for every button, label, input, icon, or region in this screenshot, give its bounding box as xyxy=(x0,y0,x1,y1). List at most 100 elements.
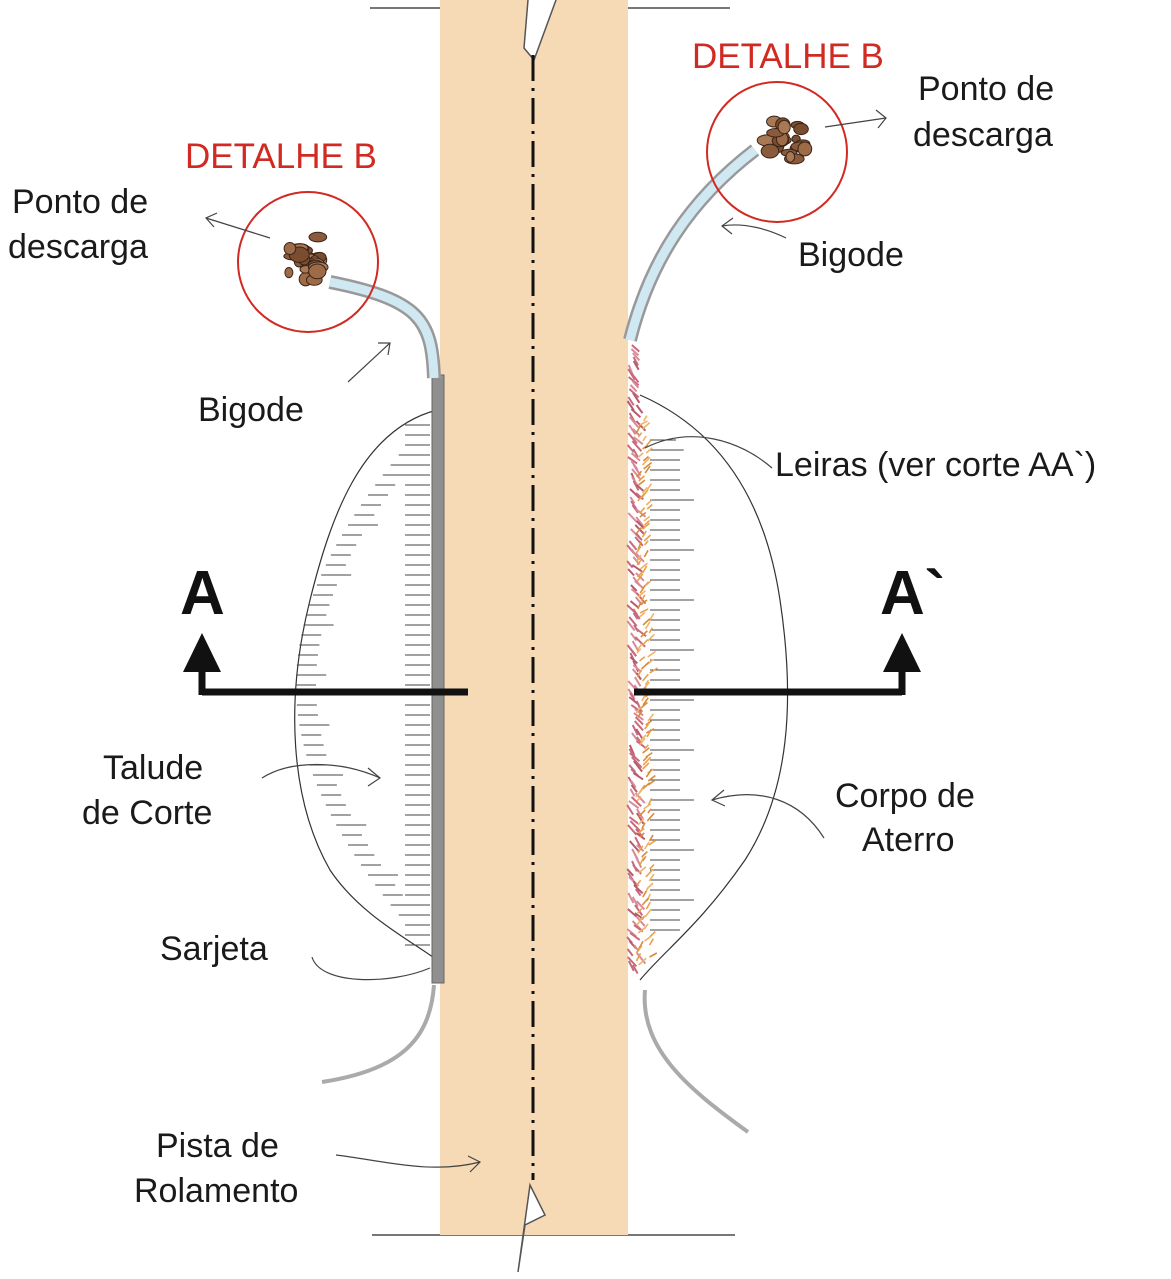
leira-stroke xyxy=(642,756,652,766)
leira-stroke xyxy=(629,752,641,762)
leira-stroke xyxy=(631,640,640,652)
leira-stroke xyxy=(643,515,651,522)
leira-stroke xyxy=(642,855,647,862)
leira-stroke xyxy=(635,900,646,911)
leira-stroke xyxy=(641,822,646,830)
leira-stroke xyxy=(626,620,636,632)
leira-stroke xyxy=(628,540,638,551)
leira-stroke xyxy=(640,630,648,638)
leira-stroke xyxy=(634,716,644,726)
detalhe-b-circle-right xyxy=(706,81,848,223)
leira-stroke xyxy=(644,621,651,630)
leira-stroke xyxy=(636,527,643,534)
corpo-de-aterro-outline xyxy=(639,394,789,981)
leira-stroke xyxy=(637,818,645,826)
leira-stroke xyxy=(632,772,644,781)
leira-stroke xyxy=(636,559,642,566)
leira-stroke xyxy=(647,774,656,782)
leira-stroke xyxy=(644,908,652,918)
leiras-label: Leiras (ver corte AA`) xyxy=(775,446,1096,484)
leira-stroke xyxy=(632,392,641,404)
leira-stroke xyxy=(637,493,646,502)
leira-stroke xyxy=(643,803,652,810)
leira-stroke xyxy=(630,452,641,462)
leira-stroke xyxy=(635,945,643,954)
leira-stroke xyxy=(629,648,637,657)
leira-stroke xyxy=(637,926,646,934)
leira-stroke xyxy=(627,908,638,918)
leira-stroke xyxy=(642,756,649,762)
leiras xyxy=(626,344,659,974)
section-line-a-left xyxy=(183,633,468,696)
leira-stroke xyxy=(635,420,647,432)
rock xyxy=(785,151,796,163)
leira-stroke xyxy=(627,512,638,523)
ponto-de-descarga-right-line1: Ponto de xyxy=(918,70,1054,108)
leira-stroke xyxy=(630,584,638,592)
leira-stroke xyxy=(636,812,645,825)
leira-stroke xyxy=(636,628,647,637)
leira-stroke xyxy=(644,520,650,526)
leira-stroke xyxy=(629,496,636,504)
leira-stroke xyxy=(636,554,642,562)
leira-stroke xyxy=(632,612,639,620)
leira-stroke xyxy=(645,868,654,878)
leira-stroke xyxy=(631,724,639,736)
leira-stroke xyxy=(640,594,646,602)
pista-de-rolamento-label-line1: Pista de xyxy=(156,1127,279,1165)
leira-stroke xyxy=(647,650,657,658)
leira-stroke xyxy=(644,744,649,750)
leira-stroke xyxy=(646,730,651,738)
leira-stroke xyxy=(634,536,644,547)
leira-stroke xyxy=(629,488,641,499)
rock xyxy=(793,122,809,136)
leira-stroke xyxy=(639,507,646,514)
leira-stroke xyxy=(635,728,644,740)
leira-stroke xyxy=(641,661,650,670)
leira-stroke xyxy=(630,704,642,713)
rock xyxy=(777,119,791,135)
leira-stroke xyxy=(631,380,640,389)
leira-stroke xyxy=(626,804,635,816)
leira-stroke xyxy=(627,456,638,465)
leira-stroke xyxy=(638,475,645,482)
leira-stroke xyxy=(649,864,655,870)
leira-stroke xyxy=(644,540,649,546)
leira-stroke xyxy=(636,917,644,926)
leira-stroke xyxy=(627,892,635,904)
leira-stroke xyxy=(645,719,653,726)
leira-stroke xyxy=(631,896,639,908)
leira-stroke xyxy=(635,520,645,530)
leira-stroke xyxy=(648,613,655,622)
leira-stroke xyxy=(638,479,646,486)
leira-stroke xyxy=(639,420,648,426)
corpo-de-aterro-label-line2: Aterro xyxy=(862,821,955,859)
leira-stroke xyxy=(631,344,640,353)
leira-stroke xyxy=(630,784,638,793)
section-label-a-prime: A` xyxy=(880,559,945,628)
leira-stroke xyxy=(637,907,643,914)
leira-stroke xyxy=(649,667,659,674)
leira-stroke xyxy=(632,352,641,362)
leira-stroke xyxy=(637,709,644,718)
ponto-de-descarga-left-line2: descarga xyxy=(8,228,148,266)
leira-stroke xyxy=(646,439,652,446)
leira-stroke xyxy=(627,568,635,577)
leira-stroke xyxy=(633,720,644,732)
leira-stroke xyxy=(635,484,645,492)
leira-stroke xyxy=(632,436,644,445)
rock xyxy=(308,231,328,243)
leira-stroke xyxy=(648,938,655,946)
leira-stroke xyxy=(648,834,654,842)
leira-stroke xyxy=(634,904,644,917)
leira-stroke xyxy=(637,643,643,650)
leira-stroke xyxy=(649,930,656,938)
bigode-label-right: Bigode xyxy=(798,236,904,274)
leira-stroke xyxy=(641,422,651,430)
leira-stroke xyxy=(630,348,640,357)
leira-stroke xyxy=(636,470,643,478)
leira-stroke xyxy=(632,356,639,366)
leira-stroke xyxy=(641,694,647,702)
leira-stroke xyxy=(644,465,651,474)
leira-stroke xyxy=(642,762,650,770)
